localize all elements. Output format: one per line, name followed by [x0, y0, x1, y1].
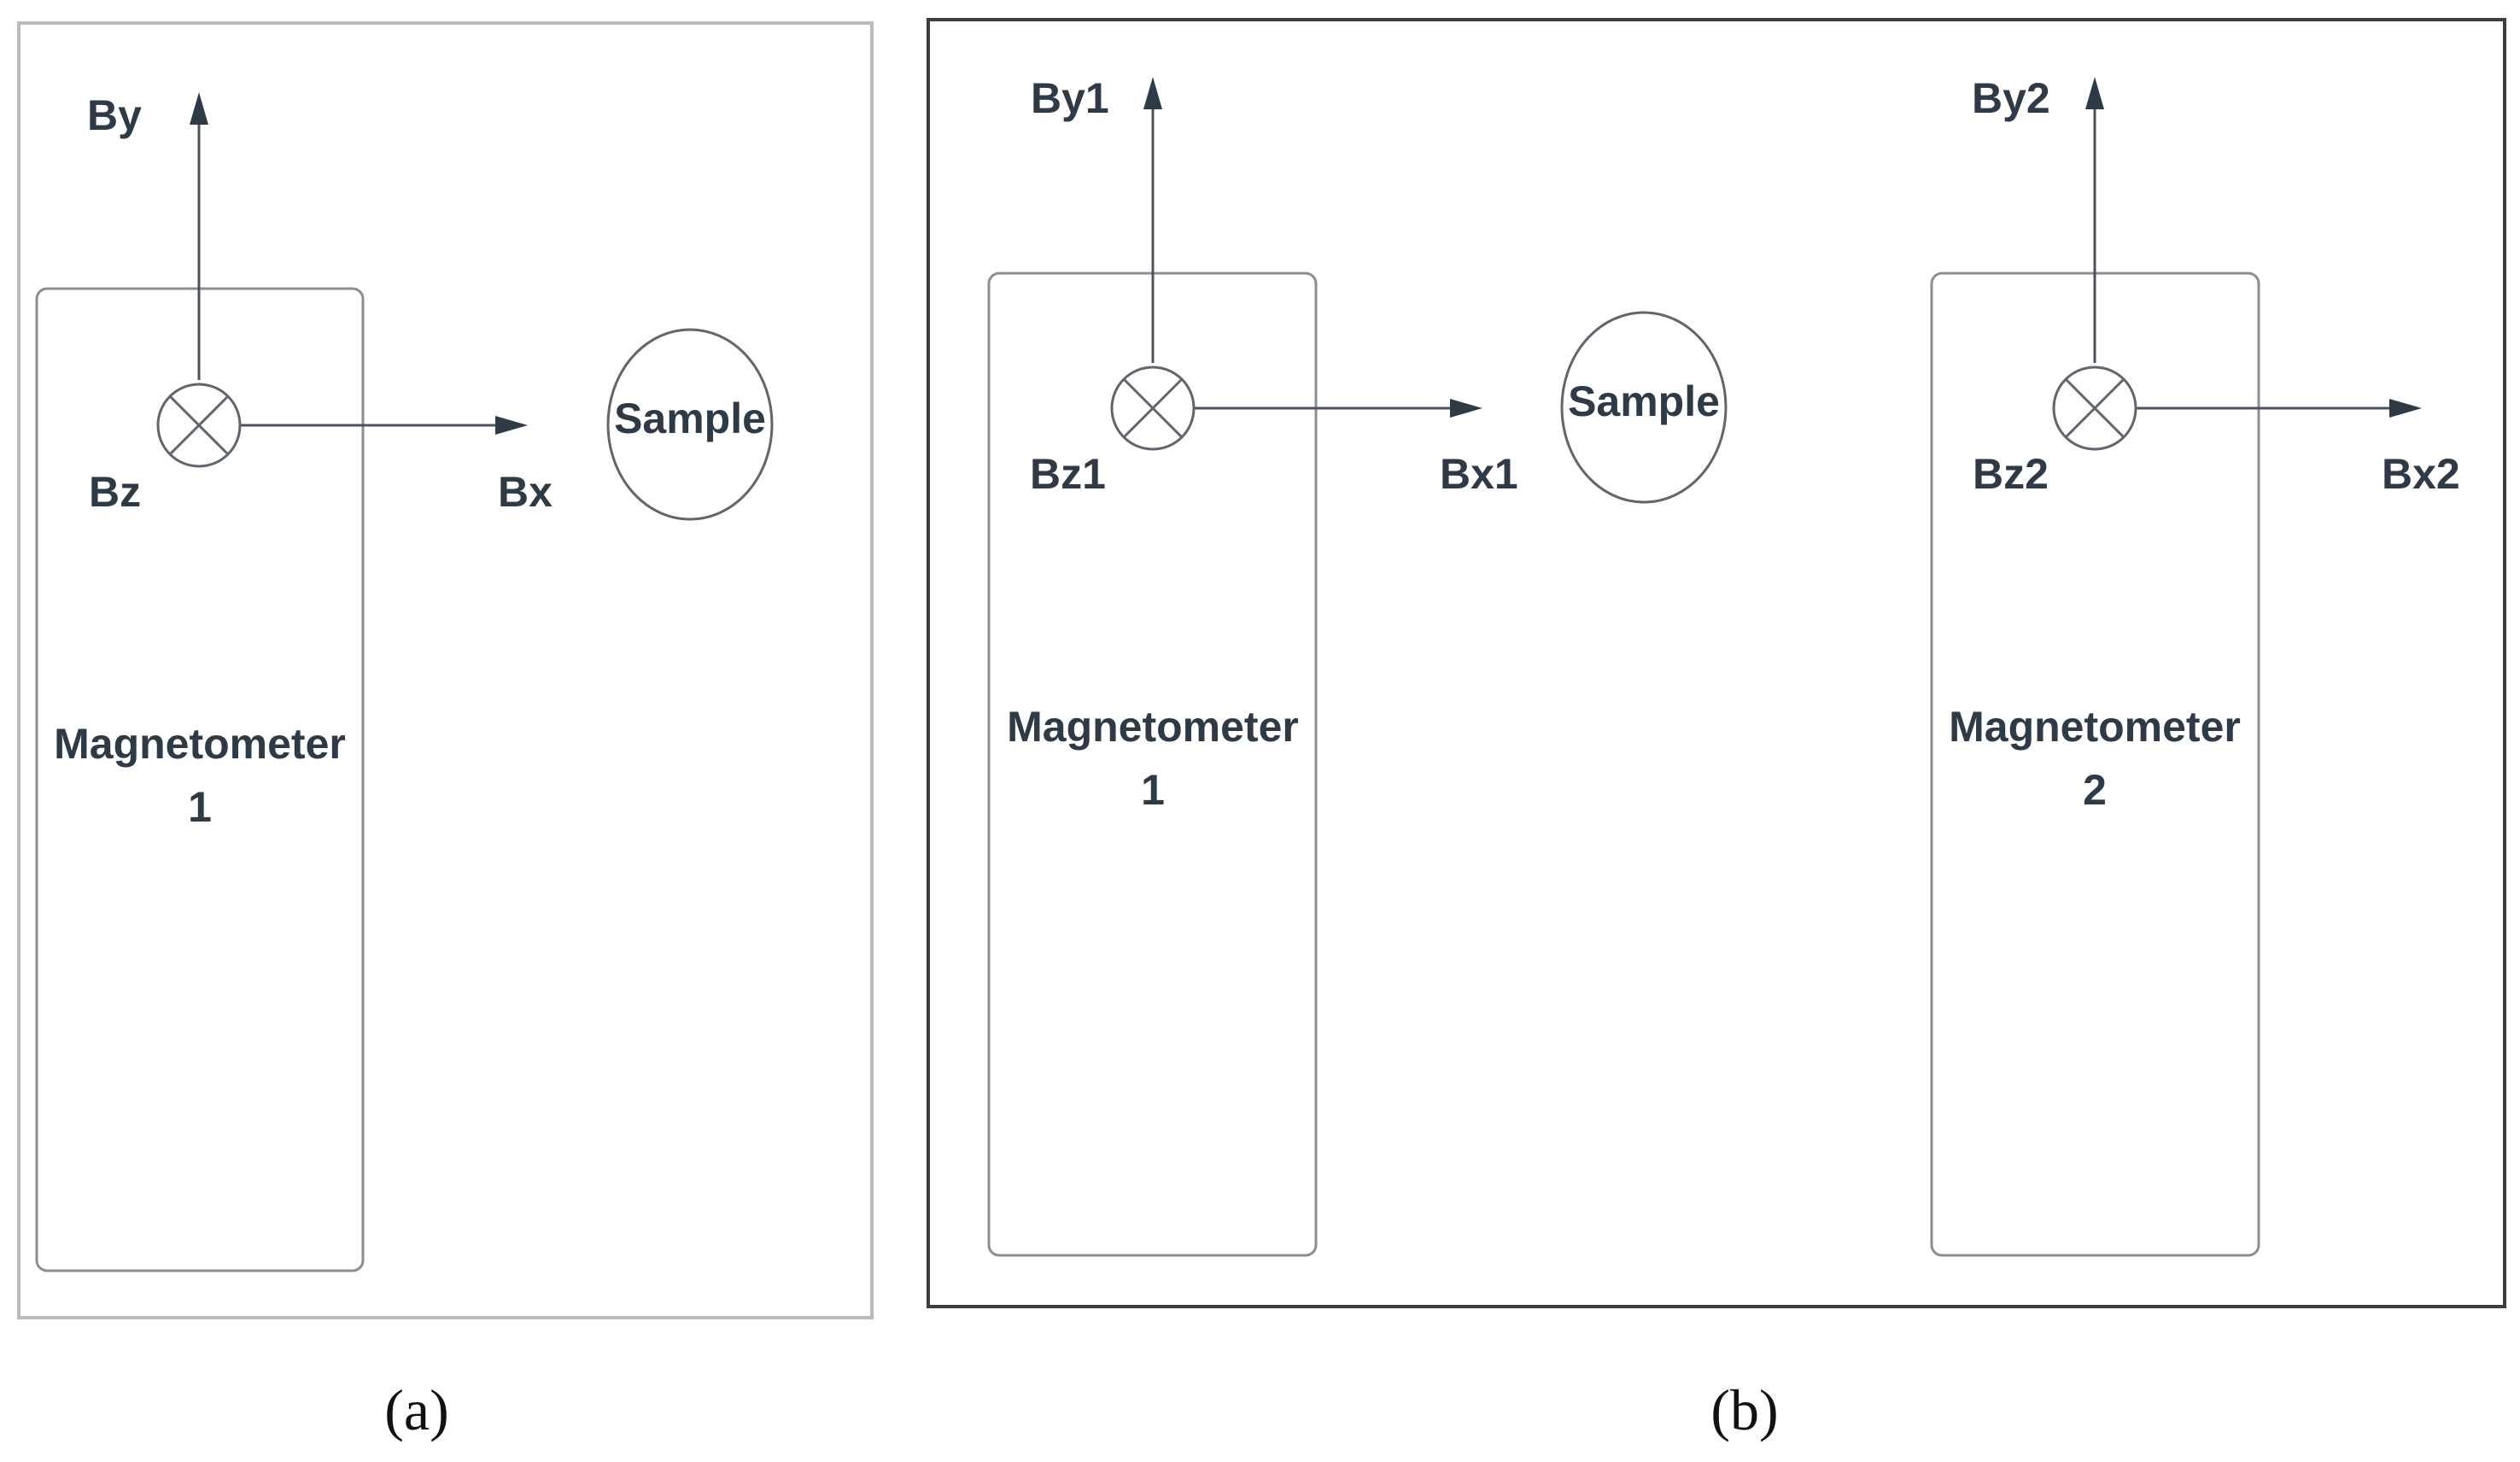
by2-arrowhead: [2085, 77, 2104, 109]
by-arrowhead: [190, 92, 208, 125]
bz-label: Bz: [89, 468, 141, 516]
bx-label: Bx: [498, 468, 553, 516]
bx1-label: Bx1: [1440, 450, 1518, 498]
magnetometer-2-name: Magnetometer: [1949, 703, 2241, 751]
panel-b-caption: (b): [1710, 1377, 1778, 1442]
sample-circle: [1560, 311, 1728, 504]
by-label: By: [87, 91, 142, 139]
sample-label: Sample: [614, 395, 766, 442]
sample-label: Sample: [1568, 377, 1720, 425]
bx-arrowhead: [495, 416, 528, 435]
bz-sensor-icon: [156, 383, 242, 468]
by1-arrowhead: [1143, 77, 1162, 109]
magnetometer-2: By2 Bz2 Bx2 Magnetometer 2: [1930, 74, 2460, 1257]
bx2-arrowhead: [2389, 399, 2422, 418]
magnetometer-1-name: Magnetometer: [54, 720, 346, 768]
sample-circle: [606, 328, 774, 521]
by1-label: By1: [1031, 74, 1109, 122]
bz1-sensor-icon: [1110, 366, 1196, 451]
by2-label: By2: [1972, 74, 2050, 122]
panel-b: By1 Bz1 Bx1 Magnetometer 1 Sample By2 Bz…: [927, 18, 2506, 1442]
magnetometer-1-number: 1: [1141, 766, 1165, 814]
magnetometer-2-number: 2: [2083, 766, 2107, 814]
bz1-label: Bz1: [1030, 450, 1106, 498]
bz2-label: Bz2: [1973, 450, 2049, 498]
bz2-sensor-icon: [2052, 366, 2137, 451]
magnetometer-1-number: 1: [188, 783, 212, 831]
bx1-arrowhead: [1450, 399, 1482, 418]
bx2-label: Bx2: [2382, 450, 2460, 498]
magnetometer-1: By1 Bz1 Bx1 Magnetometer 1: [987, 74, 1518, 1257]
panel-a-caption: (a): [384, 1377, 448, 1442]
magnetometer-1-name: Magnetometer: [1007, 703, 1299, 751]
panel-a: By Bz Bx Sample Magnetometer 1 (a): [17, 21, 874, 1442]
